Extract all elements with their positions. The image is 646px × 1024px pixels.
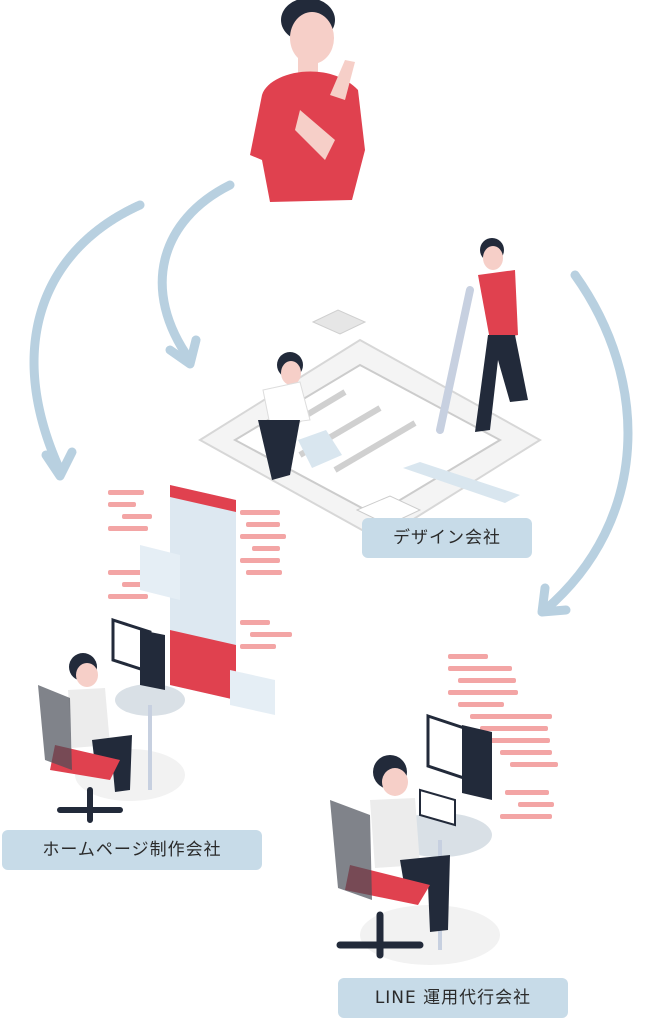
designer-team-icon <box>198 238 542 542</box>
curved-arrow-icon <box>29 200 145 481</box>
design-company-label: デザイン会社 <box>362 518 532 558</box>
curved-arrow-icon <box>157 180 235 369</box>
curved-arrow-icon <box>537 270 633 617</box>
line-operator-icon <box>330 654 558 965</box>
homepage-company-label: ホームページ制作会社 <box>2 830 262 870</box>
thinking-person-icon <box>250 0 365 202</box>
line-company-label: LINE 運用代行会社 <box>338 978 568 1018</box>
web-developer-icon <box>38 485 292 823</box>
